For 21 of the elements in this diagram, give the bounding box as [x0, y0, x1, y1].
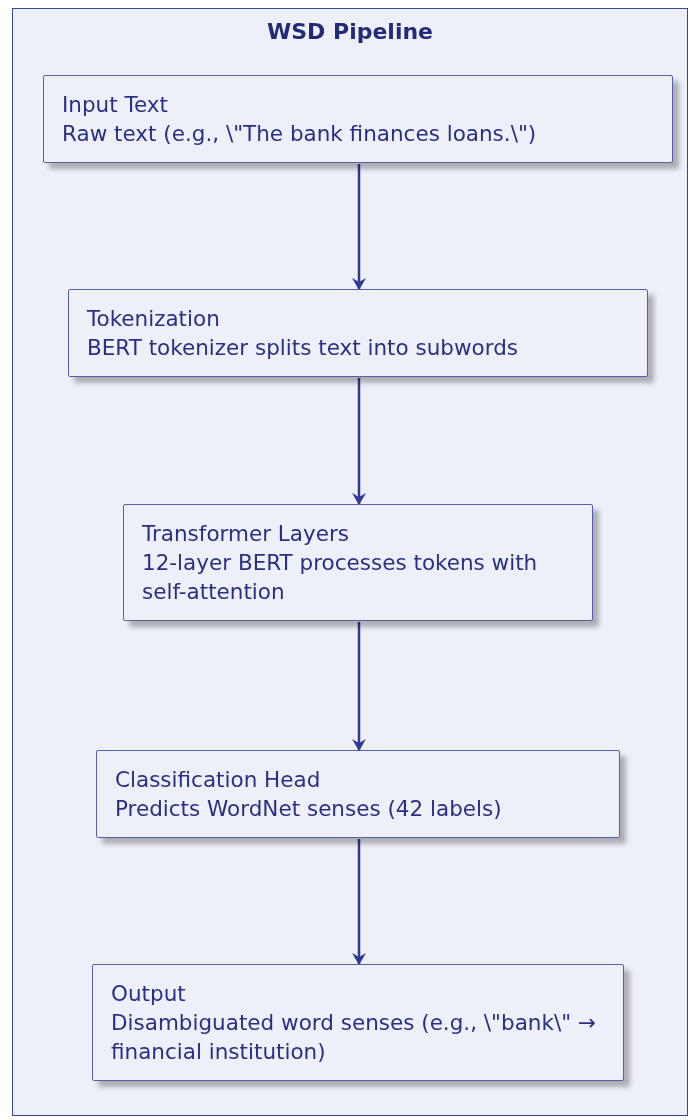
arrow [352, 378, 366, 505]
box-description: Disambiguated word senses (e.g., \"bank\" → financial institution) [111, 1009, 597, 1066]
box-description: 12-layer BERT processes tokens with self-attention [142, 549, 539, 606]
box-heading: Input Text [62, 91, 169, 119]
process-box [92, 964, 624, 1081]
pipeline-frame [12, 8, 688, 1116]
arrow [352, 164, 366, 290]
process-box [123, 504, 593, 621]
box-heading: Tokenization [87, 305, 221, 333]
box-description: BERT tokenizer splits text into subwords [87, 334, 520, 362]
process-box [68, 289, 648, 377]
box-description: Raw text (e.g., \"The bank finances loans.\") [62, 120, 538, 148]
box-description: Predicts WordNet senses (42 labels) [115, 795, 503, 823]
frame-title: WSD Pipeline [266, 19, 434, 44]
process-box [96, 750, 620, 838]
arrow [352, 839, 366, 965]
arrow [352, 622, 366, 751]
box-heading: Transformer Layers [142, 520, 350, 548]
box-heading: Output [111, 980, 187, 1008]
box-heading: Classification Head [115, 766, 322, 794]
process-box [43, 75, 673, 163]
